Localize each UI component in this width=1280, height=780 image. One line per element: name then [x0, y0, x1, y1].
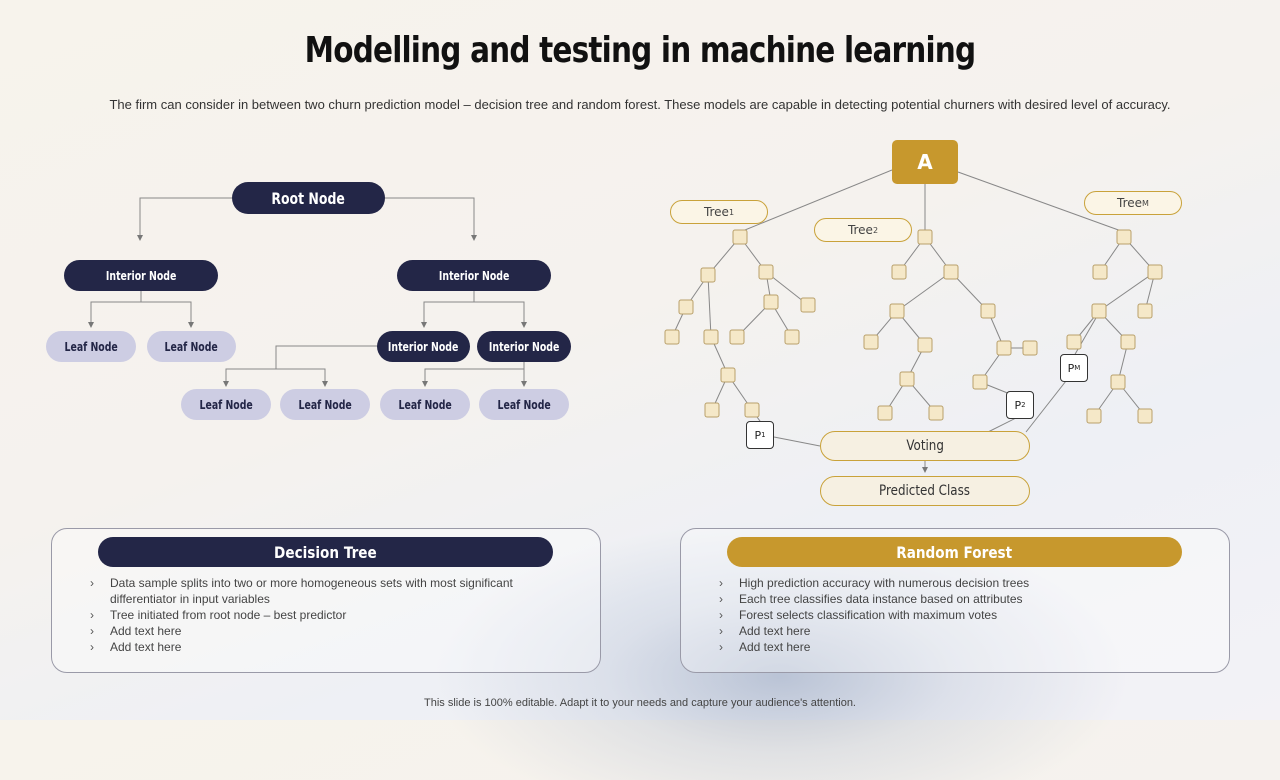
leaf-node: Leaf Node — [46, 331, 136, 362]
list-item: Add text here — [719, 623, 1179, 639]
list-item: Data sample splits into two or more homo… — [90, 575, 550, 607]
footer-note: This slide is 100% editable. Adapt it to… — [424, 697, 856, 709]
list-item: Add text here — [90, 639, 550, 655]
predicted-class-node: Predicted Class — [820, 476, 1030, 506]
interior-node: Interior Node — [377, 331, 470, 362]
list-item: Add text here — [90, 623, 550, 639]
random-forest-heading: Random Forest — [727, 537, 1182, 567]
leaf-node: Leaf Node — [479, 389, 569, 420]
decision-tree-panel: Decision Tree Data sample splits into tw… — [51, 528, 601, 673]
list-item: Forest selects classification with maxim… — [719, 607, 1179, 623]
list-item: Tree initiated from root node – best pre… — [90, 607, 550, 623]
input-node-a: A — [892, 140, 958, 184]
random-forest-panel: Random Forest High prediction accuracy w… — [680, 528, 1230, 673]
decision-tree-heading: Decision Tree — [98, 537, 553, 567]
list-item: Add text here — [719, 639, 1179, 655]
page-title: Modelling and testing in machine learnin… — [304, 30, 976, 71]
interior-node: Interior Node — [477, 331, 571, 362]
connector-lines — [88, 169, 1163, 473]
leaf-node: Leaf Node — [147, 331, 236, 362]
list-item: High prediction accuracy with numerous d… — [719, 575, 1179, 591]
leaf-node: Leaf Node — [181, 389, 271, 420]
root-node: Root Node — [232, 182, 385, 214]
list-item: Each tree classifies data instance based… — [719, 591, 1179, 607]
voting-node: Voting — [820, 431, 1030, 461]
interior-node-left: Interior Node — [64, 260, 218, 291]
leaf-node: Leaf Node — [280, 389, 370, 420]
page-subtitle: The firm can consider in between two chu… — [109, 97, 1171, 112]
leaf-node: Leaf Node — [380, 389, 470, 420]
interior-node-right: Interior Node — [397, 260, 551, 291]
random-forest-list: High prediction accuracy with numerous d… — [719, 575, 1179, 655]
decision-tree-list: Data sample splits into two or more homo… — [90, 575, 550, 655]
